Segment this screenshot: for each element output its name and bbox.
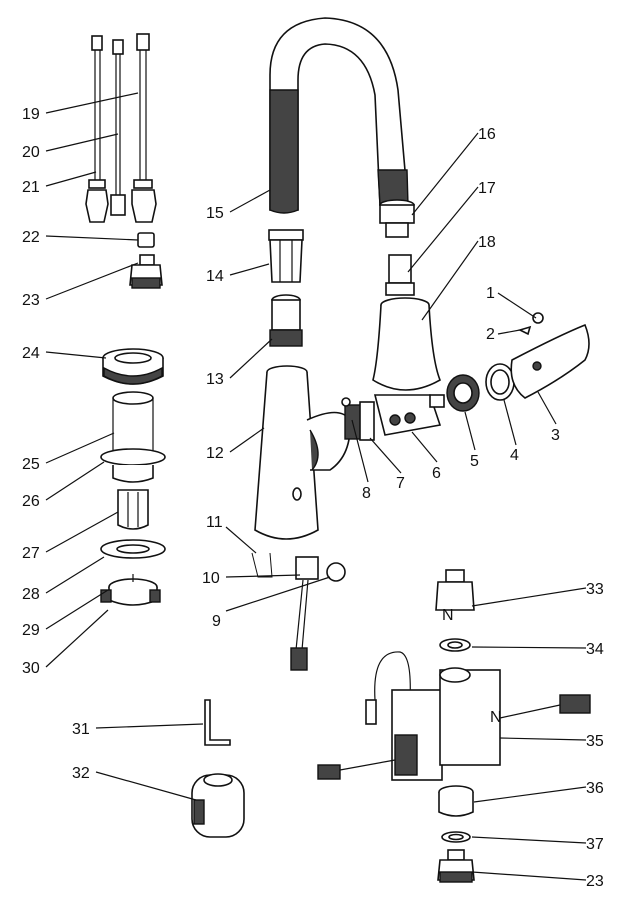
callout-13: 13: [206, 371, 224, 388]
part-31-hex-key: [204, 699, 231, 746]
callout-30: 30: [22, 660, 40, 677]
callout-23-bottom: 23: [586, 873, 604, 890]
callout-34: 34: [586, 641, 604, 658]
part-36: [438, 785, 474, 817]
callout-29: 29: [22, 622, 40, 639]
callout-37: 37: [586, 836, 604, 853]
part-37: [441, 831, 471, 843]
callout-36: 36: [586, 780, 604, 797]
part-1: [532, 312, 544, 324]
callout-14: 14: [206, 268, 224, 285]
part-32-battery-box: [191, 773, 245, 838]
callout-3: 3: [551, 427, 560, 444]
callout-6: 6: [432, 465, 441, 482]
valve-arrow-marking: N: [490, 709, 502, 726]
callout-23: 23: [22, 292, 40, 309]
part-29-30: [100, 574, 161, 606]
callout-22: 22: [22, 229, 40, 246]
spout-15: [269, 17, 409, 214]
callout-16: 16: [478, 126, 496, 143]
callout-25: 25: [22, 456, 40, 473]
callout-1: 1: [486, 285, 495, 302]
callout-19: 19: [22, 106, 40, 123]
callout-15: 15: [206, 205, 224, 222]
part-18-spray-head: [372, 297, 442, 391]
callout-17: 17: [478, 180, 496, 197]
part-25-26: [100, 391, 166, 483]
part-28: [100, 539, 166, 559]
part-9-10-sensor: [290, 556, 346, 671]
callout-26: 26: [22, 493, 40, 510]
part-2: [517, 325, 532, 336]
callout-5: 5: [470, 453, 479, 470]
callout-21: 21: [22, 179, 40, 196]
callout-7: 7: [396, 475, 405, 492]
callout-27: 27: [22, 545, 40, 562]
callout-12: 12: [206, 445, 224, 462]
supply-hoses: [85, 33, 157, 223]
callout-35: 35: [586, 733, 604, 750]
callout-20: 20: [22, 144, 40, 161]
part-14: [268, 229, 304, 283]
part-23-top: [129, 254, 163, 289]
part-22: [137, 232, 155, 248]
part-11: [251, 552, 273, 578]
callout-32: 32: [72, 765, 90, 782]
callout-8: 8: [362, 485, 371, 502]
inlet-marking: N: [442, 607, 454, 624]
callout-10: 10: [202, 570, 220, 587]
callout-33: 33: [586, 581, 604, 598]
callout-28: 28: [22, 586, 40, 603]
part-16-17: [379, 199, 415, 296]
callout-31: 31: [72, 721, 90, 738]
callout-2: 2: [486, 326, 495, 343]
part-27: [117, 489, 149, 530]
part-33: N: [435, 569, 475, 624]
callout-4: 4: [510, 447, 519, 464]
part-7-8: [341, 397, 375, 441]
part-12-body: [254, 365, 351, 540]
callout-11: 11: [206, 514, 223, 531]
part-3-handle: [510, 323, 590, 399]
part-34: [439, 638, 471, 652]
part-24: [102, 348, 164, 385]
part-13: [269, 294, 303, 347]
part-6: [373, 394, 445, 436]
leader-lines: [45, 92, 587, 881]
part-4: [485, 363, 515, 401]
part-23-bottom: [437, 849, 475, 883]
callout-18: 18: [478, 234, 496, 251]
callout-labels: 1 2 3 4 5 6 7 8 9 10 11 12 13 14 15 16 1…: [22, 106, 604, 890]
part-35-valve-unit: N: [317, 651, 591, 781]
callout-9: 9: [212, 613, 221, 630]
part-5: [446, 374, 480, 412]
callout-24: 24: [22, 345, 40, 362]
